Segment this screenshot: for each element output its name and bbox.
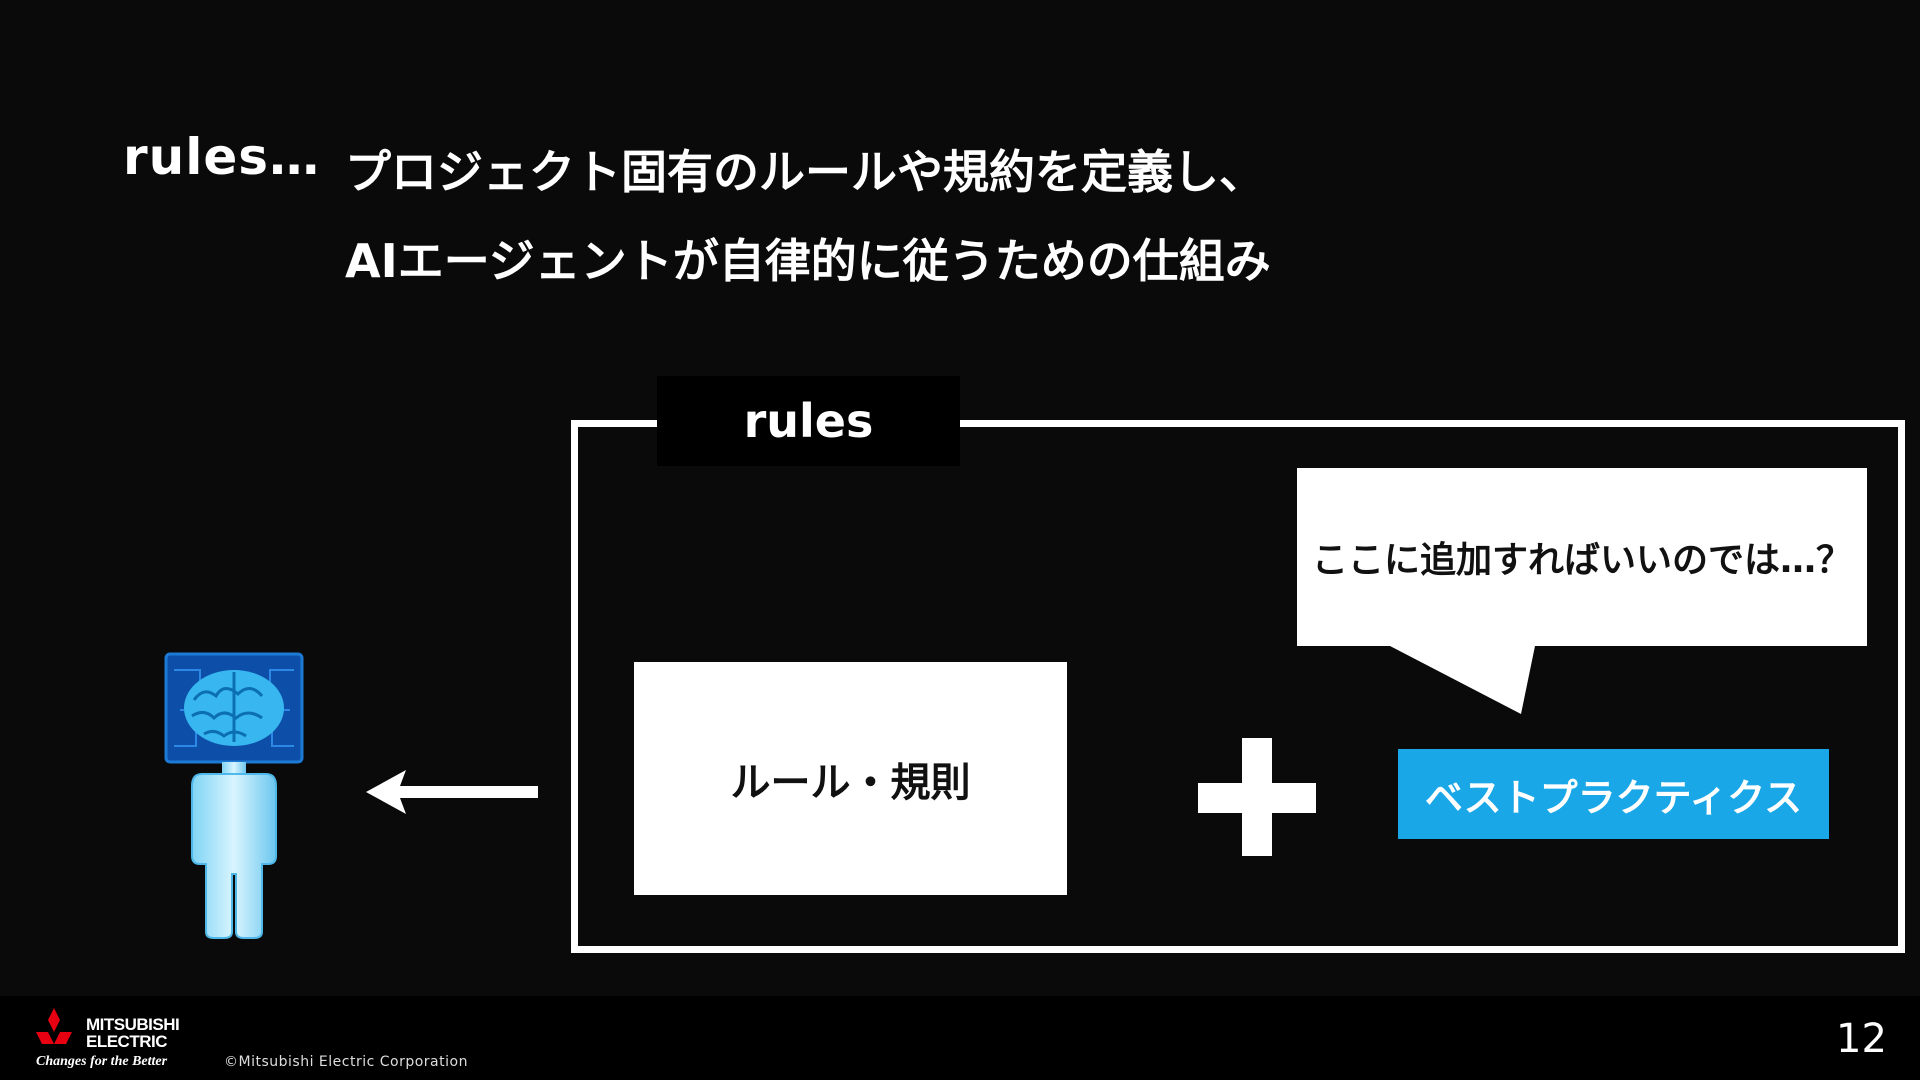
- logo-line-1: MITSUBISHI: [86, 1015, 180, 1034]
- page-number: 12: [1836, 1016, 1887, 1062]
- copyright: ©Mitsubishi Electric Corporation: [224, 1054, 468, 1070]
- rules-frame: [571, 420, 1905, 953]
- rule-box-label: ルール・規則: [730, 759, 971, 806]
- best-practice-label: ベストプラクティクス: [1424, 775, 1803, 820]
- rules-frame-label: rules: [657, 376, 960, 466]
- plus-icon: [1198, 738, 1316, 856]
- best-practice-box: ベストプラクティクス: [1398, 749, 1829, 839]
- tagline: Changes for the Better: [36, 1054, 168, 1069]
- speech-bubble: [1297, 468, 1867, 714]
- heading-lead: rules…: [123, 128, 321, 186]
- arrow-left-icon: [366, 770, 538, 814]
- three-diamonds-logo-icon: [36, 1008, 72, 1044]
- rule-box: ルール・規則: [634, 662, 1067, 895]
- speech-bubble-text: ここに追加すればいいのでは…？: [1311, 540, 1852, 581]
- company-logo-text: MITSUBISHI ELECTRIC: [86, 1015, 180, 1051]
- footer-bar: [0, 996, 1920, 1080]
- logo-line-2: ELECTRIC: [86, 1032, 168, 1051]
- heading-line-1: プロジェクト固有のルールや規約を定義し、: [345, 145, 1265, 199]
- ai-brain-person-icon: [164, 652, 304, 939]
- heading-line-2: AIエージェントが自律的に従うための仕組み: [345, 234, 1271, 288]
